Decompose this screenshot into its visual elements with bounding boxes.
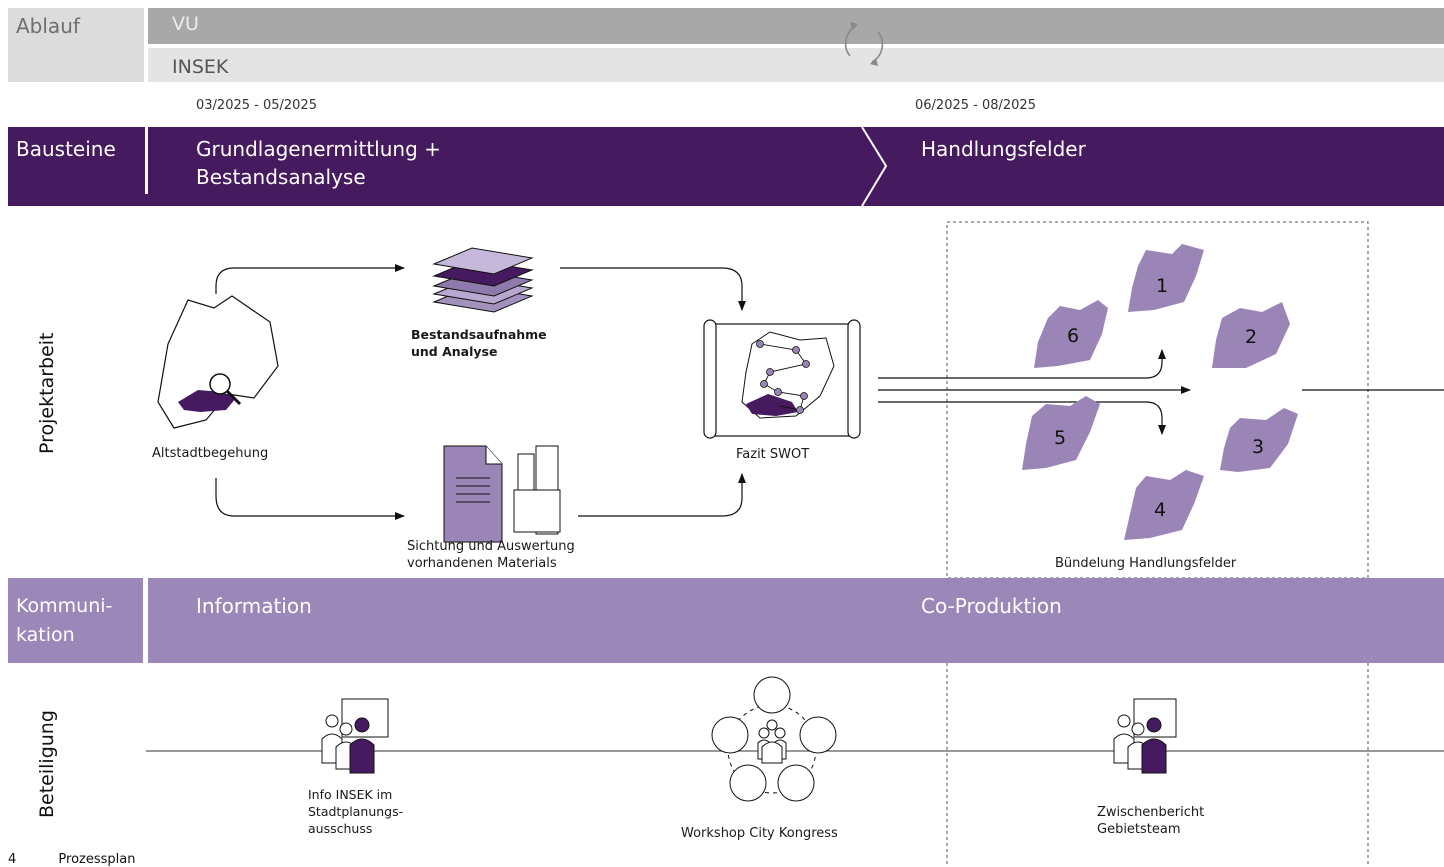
bausteine-label: Bausteine bbox=[16, 137, 116, 161]
layers-icon bbox=[432, 247, 534, 313]
refresh-cycle-icon bbox=[844, 22, 884, 66]
date-phase1: 03/2025 - 05/2025 bbox=[196, 98, 317, 113]
swot-map-icon bbox=[703, 319, 861, 439]
ablauf-label: Ablauf bbox=[16, 14, 80, 38]
insek-bar bbox=[148, 48, 1444, 82]
field-number-5: 5 bbox=[1054, 427, 1066, 449]
workshop-label: Workshop City Kongress bbox=[681, 826, 838, 841]
presentation-icon-1 bbox=[321, 698, 389, 774]
bausteine-band bbox=[8, 127, 1444, 206]
bausteine-phase1: Grundlagenermittlung + Bestandsanalyse bbox=[196, 137, 441, 189]
field-number-6: 6 bbox=[1067, 325, 1079, 347]
beteiligung-diagram bbox=[146, 663, 1444, 865]
arrow-swot-up bbox=[878, 349, 1166, 379]
handlungsfelder-frame bbox=[946, 221, 1369, 578]
arrow-sichtung-to-swot bbox=[578, 473, 746, 517]
altstadt-map-icon bbox=[157, 295, 279, 429]
caption-number: 4 bbox=[8, 852, 17, 867]
presentation-icon-2 bbox=[1113, 698, 1177, 774]
kommunikation-divider bbox=[143, 578, 148, 663]
bausteine-divider bbox=[145, 127, 148, 194]
handlungsfeld-2: 2 bbox=[1212, 302, 1290, 368]
arrow-swot-down bbox=[878, 401, 1166, 435]
handlungsfeld-4: 4 bbox=[1124, 470, 1204, 540]
projektarbeit-diagram: 1 2 3 4 5 6 bbox=[157, 221, 1444, 578]
bausteine-phase2: Handlungsfelder bbox=[921, 137, 1086, 161]
altstadt-label: Altstadtbegehung bbox=[152, 446, 269, 461]
ablauf-label-box bbox=[8, 8, 144, 82]
info-insek-label: Info INSEK im Stadtplanungs- ausschuss bbox=[308, 787, 404, 836]
figure-caption: 4 Prozessplan bbox=[8, 852, 135, 867]
handlungsfeld-5: 5 bbox=[1022, 396, 1100, 470]
arrow-to-bestand bbox=[215, 264, 405, 294]
sichtung-label: Sichtung und Auswertung vorhandenen Mate… bbox=[407, 539, 575, 571]
bestand-label: Bestandsaufnahme und Analyse bbox=[411, 327, 547, 359]
kommunikation-label: Kommuni- kation bbox=[16, 595, 113, 646]
phase-chevron bbox=[861, 127, 888, 206]
buendelung-label: Bündelung Handlungsfelder bbox=[1055, 556, 1237, 571]
kommunikation-band bbox=[8, 578, 1444, 663]
field-number-4: 4 bbox=[1154, 499, 1166, 521]
field-number-1: 1 bbox=[1156, 275, 1168, 297]
vu-bar bbox=[148, 8, 1444, 44]
arrow-to-sichtung bbox=[215, 478, 405, 520]
vu-label: VU bbox=[172, 13, 199, 35]
workshop-icon bbox=[711, 676, 837, 802]
insek-label: INSEK bbox=[172, 56, 229, 78]
kommunikation-information: Information bbox=[196, 594, 312, 618]
date-phase2: 06/2025 - 08/2025 bbox=[915, 98, 1036, 113]
field-number-3: 3 bbox=[1252, 436, 1264, 458]
document-archive-icon bbox=[443, 445, 561, 543]
handlungsfeld-3: 3 bbox=[1220, 408, 1298, 472]
arrow-bestand-to-swot bbox=[560, 267, 746, 311]
handlungsfeld-1: 1 bbox=[1128, 244, 1204, 312]
swot-label: Fazit SWOT bbox=[736, 447, 810, 462]
zwischenbericht-label: Zwischenbericht Gebietsteam bbox=[1097, 805, 1205, 837]
field-number-2: 2 bbox=[1245, 326, 1257, 348]
handlungsfeld-6: 6 bbox=[1034, 300, 1108, 368]
kommunikation-coproduktion: Co-Produktion bbox=[921, 594, 1062, 618]
caption-text: Prozessplan bbox=[58, 852, 136, 867]
